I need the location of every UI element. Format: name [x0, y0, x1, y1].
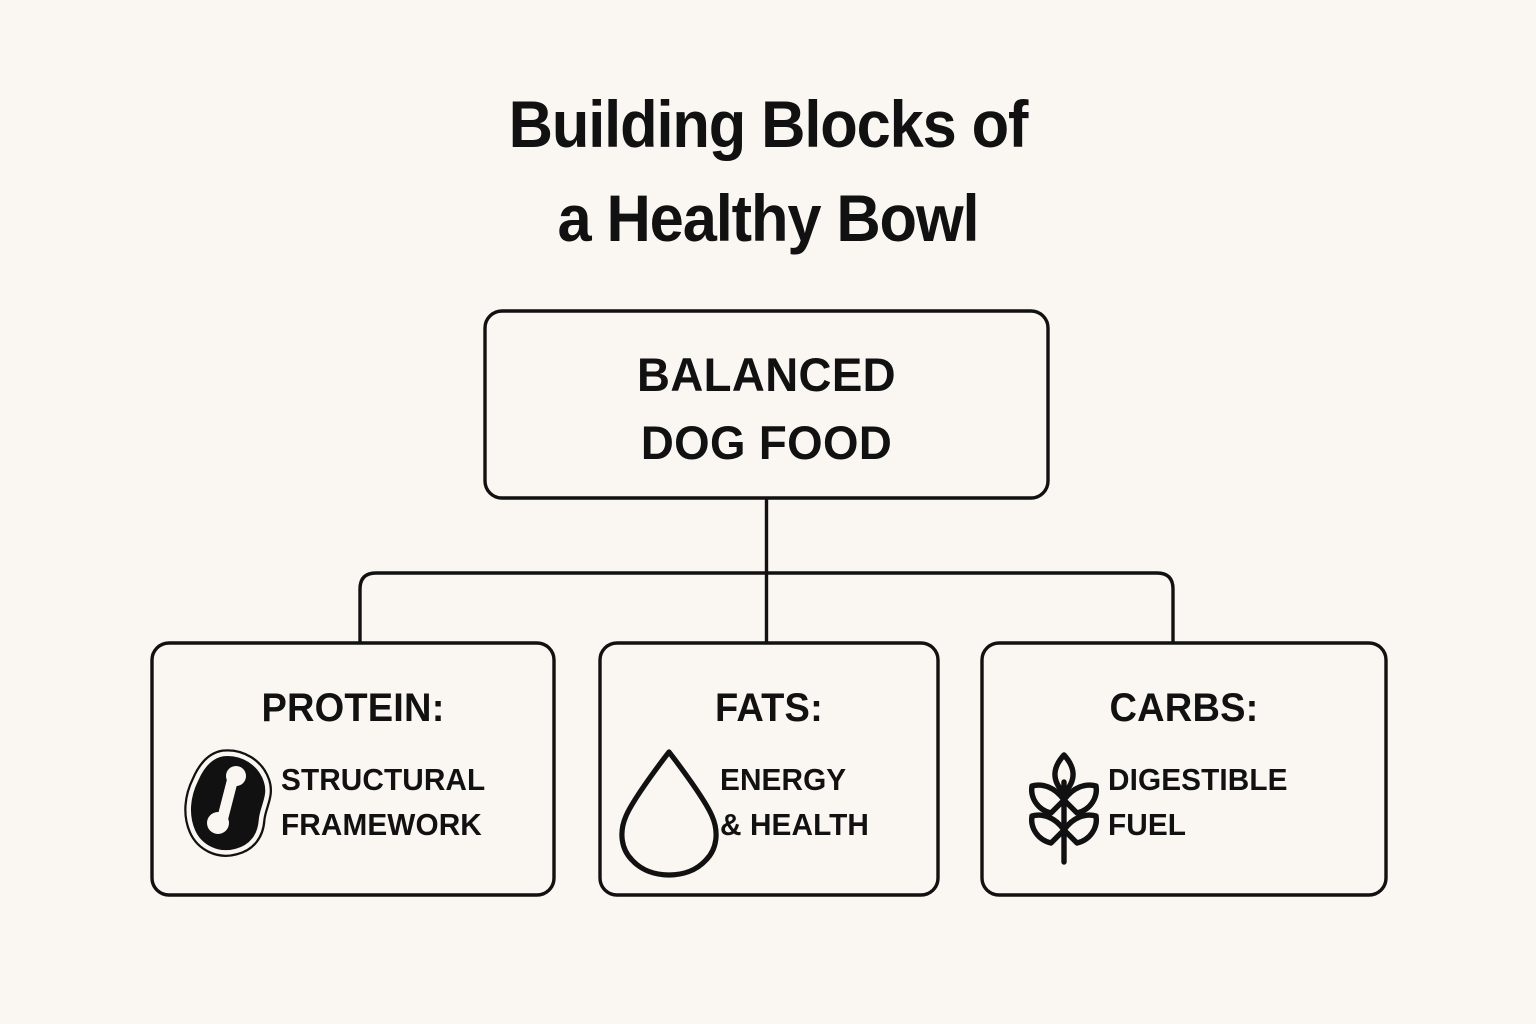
node-desc-carbs: DIGESTIBLE FUEL: [1108, 758, 1288, 847]
fats-desc-line-2: & HEALTH: [720, 806, 870, 842]
node-box-fats[interactable]: [598, 641, 940, 897]
root-label-line-1: BALANCED: [637, 348, 896, 401]
node-heading-fats: FATS:: [715, 686, 823, 730]
node-box-protein[interactable]: [150, 641, 556, 897]
droplet-icon: [619, 749, 719, 878]
carbs-desc-line-2: FUEL: [1108, 806, 1187, 842]
node-label-balanced-dog-food: BALANCED DOG FOOD: [493, 341, 1039, 476]
steak-icon: [184, 749, 272, 857]
node-heading-protein: PROTEIN:: [261, 686, 445, 730]
protein-desc-line-2: FRAMEWORK: [281, 806, 482, 842]
connector-lines: [358, 498, 1175, 643]
node-heading-carbs: CARBS:: [1109, 686, 1259, 730]
page-title-line-2: a Healthy Bowl: [557, 180, 980, 255]
root-label-line-2: DOG FOOD: [640, 415, 893, 469]
node-desc-protein: STRUCTURAL FRAMEWORK: [281, 758, 485, 847]
connector-bus-horizontal: [358, 571, 1175, 643]
protein-desc-line-1: STRUCTURAL: [281, 762, 486, 797]
wheat-icon: [1029, 752, 1099, 865]
fats-desc-line-1: ENERGY: [720, 762, 847, 797]
page-title: Building Blocks of a Healthy Bowl: [54, 78, 1482, 265]
node-box-balanced-dog-food[interactable]: [483, 309, 1050, 500]
node-box-carbs[interactable]: [980, 641, 1388, 897]
node-desc-fats: ENERGY & HEALTH: [720, 758, 869, 847]
carbs-desc-line-1: DIGESTIBLE: [1108, 762, 1288, 797]
page-title-line-1: Building Blocks of: [508, 87, 1029, 161]
